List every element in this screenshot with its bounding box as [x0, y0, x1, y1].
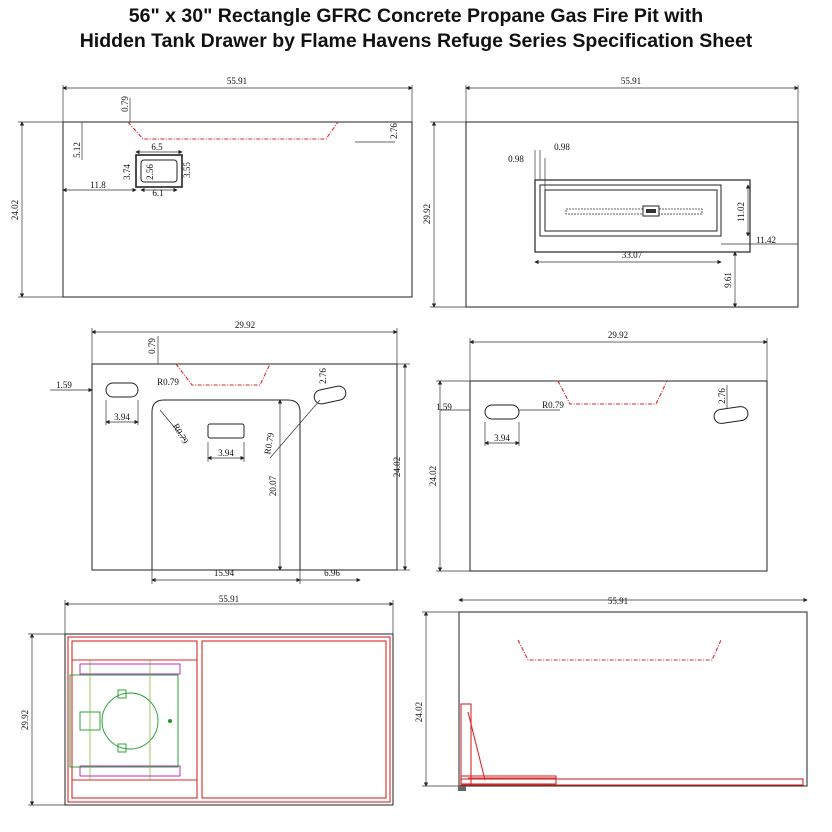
dim-61: 6.1 — [152, 188, 163, 198]
dim-098b: 0.98 — [554, 142, 570, 152]
outline-bot-left — [64, 633, 394, 806]
dim-width: 55.91 — [608, 596, 628, 606]
dim-width: 29.92 — [235, 320, 255, 330]
view-top-right: 55.91 29.92 0.98 0.98 33.07 11.02 11.42 … — [422, 76, 799, 308]
dim-118: 11.8 — [90, 180, 106, 190]
outline-bot-right — [458, 611, 808, 787]
dim-276: 2.76 — [717, 388, 727, 404]
dim-1102: 11.02 — [736, 202, 746, 222]
dim-width: 29.92 — [608, 330, 628, 340]
sheet-title: 56" x 30" Rectangle GFRC Concrete Propan… — [0, 4, 832, 54]
dim-374: 3.74 — [122, 164, 132, 180]
hidden-ledge — [175, 363, 271, 386]
dim-1594: 15.94 — [214, 568, 235, 578]
dim-394b: 3.94 — [218, 448, 234, 458]
outline-mid-right — [469, 380, 768, 572]
view-mid-left: 29.92 24.02 0.79 R0.79 1.59 3.94 2.76 R0… — [50, 320, 410, 584]
dim-65: 6.5 — [151, 142, 163, 152]
dim-r079: R0.79 — [542, 400, 564, 410]
hidden-ledge — [127, 121, 339, 140]
view-bot-left: 55.91 29.92 — [20, 594, 394, 806]
dim-height: 24.02 — [414, 702, 424, 722]
dim-3307: 33.07 — [622, 250, 643, 260]
dim-512: 5.12 — [72, 142, 82, 158]
dim-r079c: R0.79 — [262, 431, 276, 455]
view-bot-right: 55.91 24.02 — [414, 596, 808, 791]
dim-2007: 20.07 — [268, 475, 278, 496]
dim-276: 2.76 — [389, 123, 399, 139]
title-line-2: Hidden Tank Drawer by Flame Havens Refug… — [79, 30, 753, 52]
dim-098a: 0.98 — [508, 154, 524, 164]
dim-1142: 11.42 — [756, 235, 776, 245]
dim-394: 3.94 — [494, 433, 510, 443]
dim-961: 9.61 — [723, 272, 733, 288]
dim-height: 24.02 — [392, 457, 402, 477]
dim-276: 2.76 — [318, 368, 328, 384]
dim-696: 6.96 — [324, 568, 340, 578]
dim-r079a: R0.79 — [157, 377, 179, 387]
dim-height: 29.92 — [422, 204, 432, 224]
view-top-left: 55.91 24.02 0.79 2.76 5.12 6.5 6.1 3.74 … — [10, 76, 413, 298]
dim-width: 55.91 — [227, 76, 247, 86]
dim-159: 1.59 — [56, 380, 72, 390]
dim-r079b: R0.79 — [171, 422, 191, 446]
outline-mid-left — [91, 363, 398, 571]
view-mid-right: 29.92 24.02 1.59 R0.79 3.94 2.76 — [428, 330, 768, 572]
dim-159: 1.59 — [436, 402, 452, 412]
hidden-ledge — [517, 639, 722, 661]
title-line-1: 56" x 30" Rectangle GFRC Concrete Propan… — [128, 5, 704, 27]
dim-079: 0.79 — [147, 338, 157, 354]
dim-394a: 3.94 — [114, 412, 130, 422]
outline-top-left — [62, 121, 413, 298]
dim-width: 55.91 — [621, 76, 641, 86]
outline-top-right — [465, 121, 799, 308]
dim-height: 24.02 — [10, 200, 20, 220]
dim-height: 24.02 — [428, 466, 438, 486]
dim-height: 29.92 — [20, 710, 30, 730]
hidden-ledge — [557, 380, 668, 405]
dim-width: 55.91 — [219, 594, 239, 604]
dim-079: 0.79 — [120, 96, 130, 112]
dim-355: 3.55 — [182, 162, 192, 178]
dim-256: 2.56 — [145, 164, 155, 180]
